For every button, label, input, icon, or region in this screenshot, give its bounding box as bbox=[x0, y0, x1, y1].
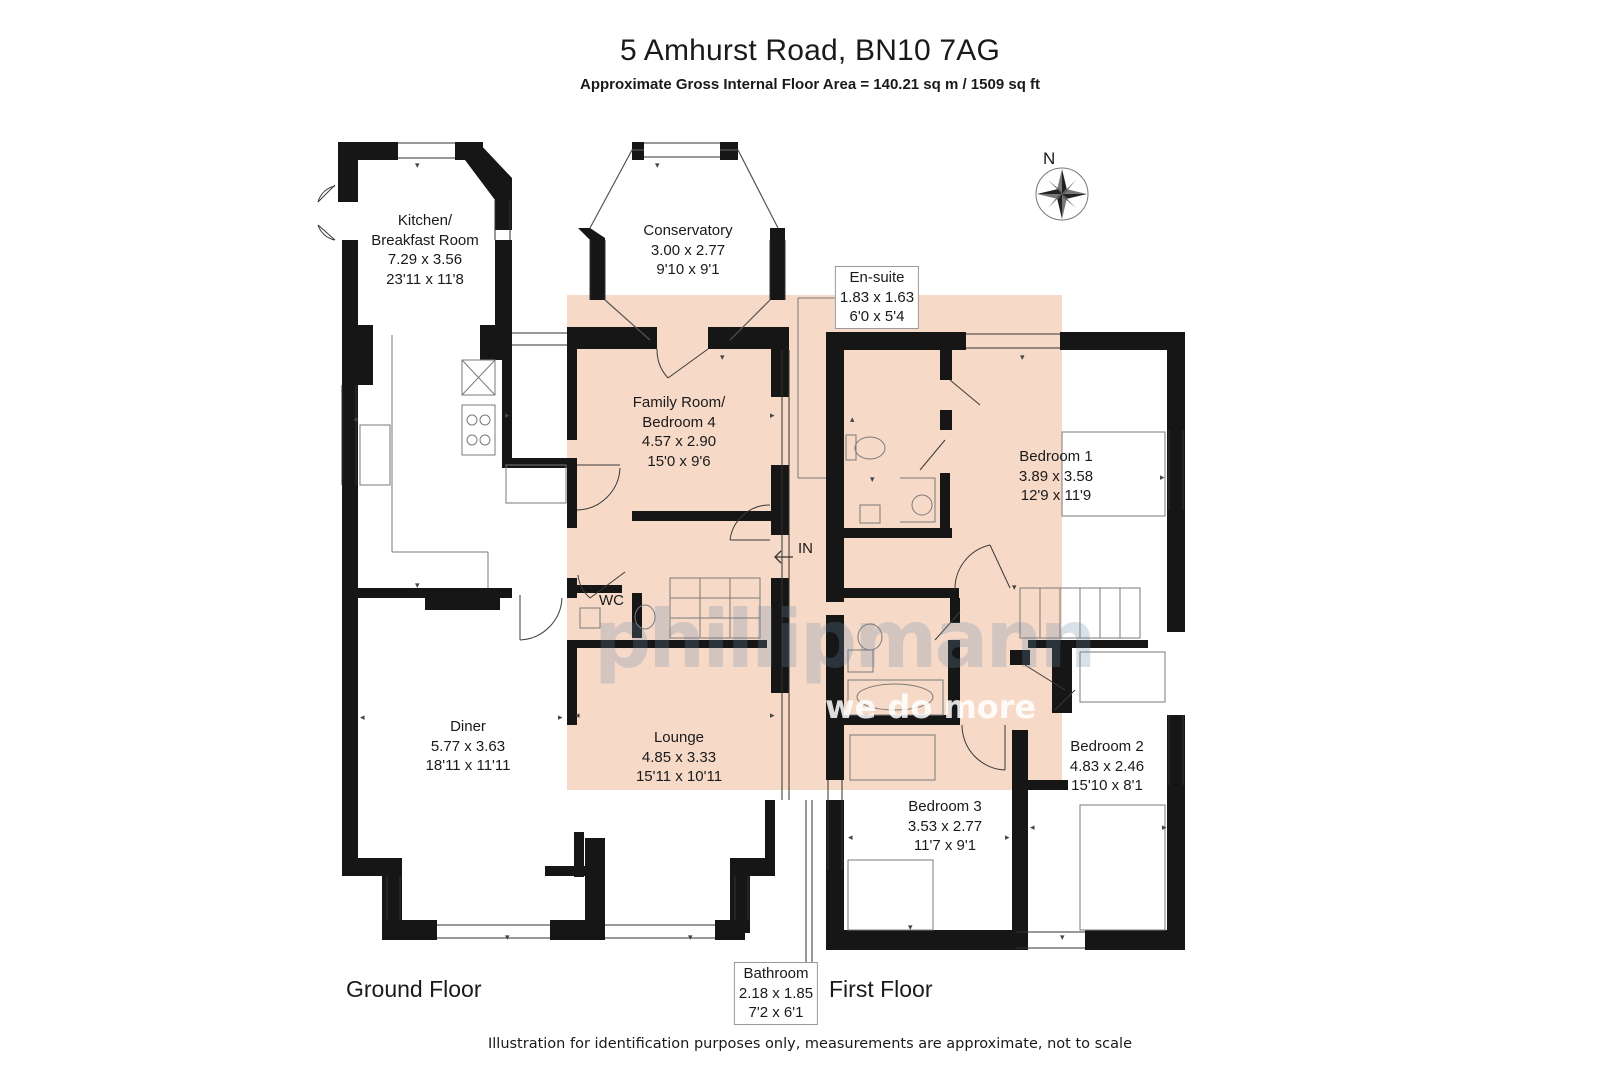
svg-text:▴: ▴ bbox=[850, 414, 855, 424]
fixtures bbox=[359, 297, 1166, 931]
room-name: Bedroom 1 bbox=[1019, 448, 1093, 465]
doors bbox=[317, 184, 1076, 771]
room-metric: 2.18 x 1.85 bbox=[738, 984, 814, 1002]
svg-text:▾: ▾ bbox=[415, 580, 420, 590]
room-name: Bedroom 2 bbox=[1070, 738, 1144, 755]
room-name-line2: Breakfast Room bbox=[371, 231, 479, 249]
svg-text:▾: ▾ bbox=[415, 160, 420, 170]
svg-text:▸: ▸ bbox=[1162, 822, 1167, 832]
room-imperial: 15'11 x 10'11 bbox=[635, 768, 723, 785]
svg-text:◂: ◂ bbox=[353, 414, 358, 424]
svg-text:▾: ▾ bbox=[908, 922, 913, 932]
svg-text:▾: ▾ bbox=[1012, 582, 1017, 592]
room-ensuite: En-suite 1.83 x 1.63 6'0 x 5'4 bbox=[834, 266, 920, 329]
compass-north-label: N bbox=[1043, 149, 1056, 168]
room-name: Lounge bbox=[653, 729, 705, 746]
svg-text:▾: ▾ bbox=[505, 932, 510, 942]
room-bedroom-3: Bedroom 3 3.53 x 2.77 11'7 x 9'1 bbox=[908, 797, 982, 856]
page-title: 5 Amhurst Road, BN10 7AG bbox=[620, 34, 1000, 67]
wc-label: WC bbox=[599, 592, 624, 609]
watermark-tagline: we do more bbox=[825, 688, 1037, 726]
room-name-line2: Bedroom 4 bbox=[642, 413, 716, 431]
svg-text:◂: ◂ bbox=[1030, 822, 1035, 832]
first-floor-walls bbox=[826, 332, 1185, 950]
room-imperial: 23'11 x 11'8 bbox=[386, 270, 464, 288]
room-imperial: 18'11 x 11'11 bbox=[425, 757, 511, 774]
room-imperial: 15'0 x 9'6 bbox=[647, 452, 711, 470]
conservatory-outline bbox=[589, 149, 779, 341]
first-floor-label: First Floor bbox=[829, 976, 933, 1002]
room-metric: 3.89 x 3.58 bbox=[1018, 467, 1094, 485]
svg-text:▾: ▾ bbox=[1020, 352, 1025, 362]
room-bathroom: Bathroom 2.18 x 1.85 7'2 x 6'1 bbox=[733, 962, 819, 1025]
room-lounge: Lounge 4.85 x 3.33 15'11 x 10'11 bbox=[636, 728, 722, 787]
svg-text:◂: ◂ bbox=[575, 710, 580, 720]
room-name: Kitchen/ bbox=[397, 212, 453, 229]
compass-icon bbox=[1035, 167, 1089, 221]
svg-text:▾: ▾ bbox=[655, 160, 660, 170]
room-name: Family Room/ bbox=[632, 394, 726, 411]
room-kitchen: Kitchen/ Breakfast Room 7.29 x 3.56 23'1… bbox=[371, 211, 479, 289]
floor-area-subtitle: Approximate Gross Internal Floor Area = … bbox=[579, 76, 1041, 93]
room-metric: 4.85 x 3.33 bbox=[641, 748, 717, 766]
svg-text:▸: ▸ bbox=[505, 410, 510, 420]
room-diner: Diner 5.77 x 3.63 18'11 x 11'11 bbox=[426, 717, 511, 776]
room-imperial: 15'10 x 8'1 bbox=[1071, 777, 1143, 794]
room-imperial: 7'2 x 6'1 bbox=[748, 1004, 804, 1021]
room-metric: 1.83 x 1.63 bbox=[839, 288, 915, 306]
svg-text:▸: ▸ bbox=[1160, 472, 1165, 482]
room-name: En-suite bbox=[849, 269, 905, 286]
room-name: Bathroom bbox=[743, 965, 809, 982]
room-metric: 3.00 x 2.77 bbox=[650, 241, 726, 259]
room-imperial: 11'7 x 9'1 bbox=[913, 837, 977, 854]
room-imperial: 9'10 x 9'1 bbox=[656, 261, 720, 278]
disclaimer-footer: Illustration for identification purposes… bbox=[487, 1036, 1132, 1052]
room-metric: 4.57 x 2.90 bbox=[641, 433, 717, 450]
svg-text:▸: ▸ bbox=[770, 410, 775, 420]
ground-floor-walls bbox=[338, 142, 789, 940]
ground-floor-label: Ground Floor bbox=[346, 976, 482, 1002]
svg-text:▾: ▾ bbox=[1060, 932, 1065, 942]
room-conservatory: Conservatory 3.00 x 2.77 9'10 x 9'1 bbox=[643, 221, 732, 280]
room-family: Family Room/ Bedroom 4 4.57 x 2.90 15'0 … bbox=[633, 393, 726, 471]
room-imperial: 12'9 x 11'9 bbox=[1020, 487, 1092, 504]
watermark-brand: phillipmann bbox=[594, 593, 1096, 686]
entrance-label: IN bbox=[798, 540, 813, 557]
room-bedroom-1: Bedroom 1 3.89 x 3.58 12'9 x 11'9 bbox=[1019, 447, 1093, 506]
room-metric: 5.77 x 3.63 bbox=[430, 737, 506, 755]
room-metric: 4.83 x 2.46 bbox=[1069, 757, 1145, 775]
room-name: Bedroom 3 bbox=[908, 798, 982, 815]
svg-text:▾: ▾ bbox=[720, 352, 725, 362]
svg-text:◂: ◂ bbox=[848, 832, 853, 842]
room-imperial: 6'0 x 5'4 bbox=[849, 308, 905, 325]
svg-text:▸: ▸ bbox=[770, 710, 775, 720]
svg-text:▸: ▸ bbox=[558, 712, 563, 722]
room-bedroom-2: Bedroom 2 4.83 x 2.46 15'10 x 8'1 bbox=[1070, 737, 1144, 796]
room-metric: 3.53 x 2.77 bbox=[907, 817, 983, 835]
svg-text:▾: ▾ bbox=[870, 474, 875, 484]
room-arrows: ▾ ◂ ▸ ◂ ▸ ▾ ▾ ▾ ▾ ▾ ▸ ◂ ▸ ▾ ▸ ▾ ◂ ▸ ▾ ◂ ▸ ▾ ▴ ▾ bbox=[353, 160, 1167, 942]
room-name: Diner bbox=[450, 718, 486, 735]
windows bbox=[341, 142, 1184, 990]
svg-text:▸: ▸ bbox=[1005, 832, 1010, 842]
highlight-area bbox=[567, 295, 1062, 790]
svg-text:▾: ▾ bbox=[688, 932, 693, 942]
svg-text:◂: ◂ bbox=[360, 712, 365, 722]
room-name: Conservatory bbox=[643, 222, 733, 239]
room-metric: 7.29 x 3.56 bbox=[387, 251, 463, 268]
entrance-arrow-icon bbox=[774, 550, 793, 564]
